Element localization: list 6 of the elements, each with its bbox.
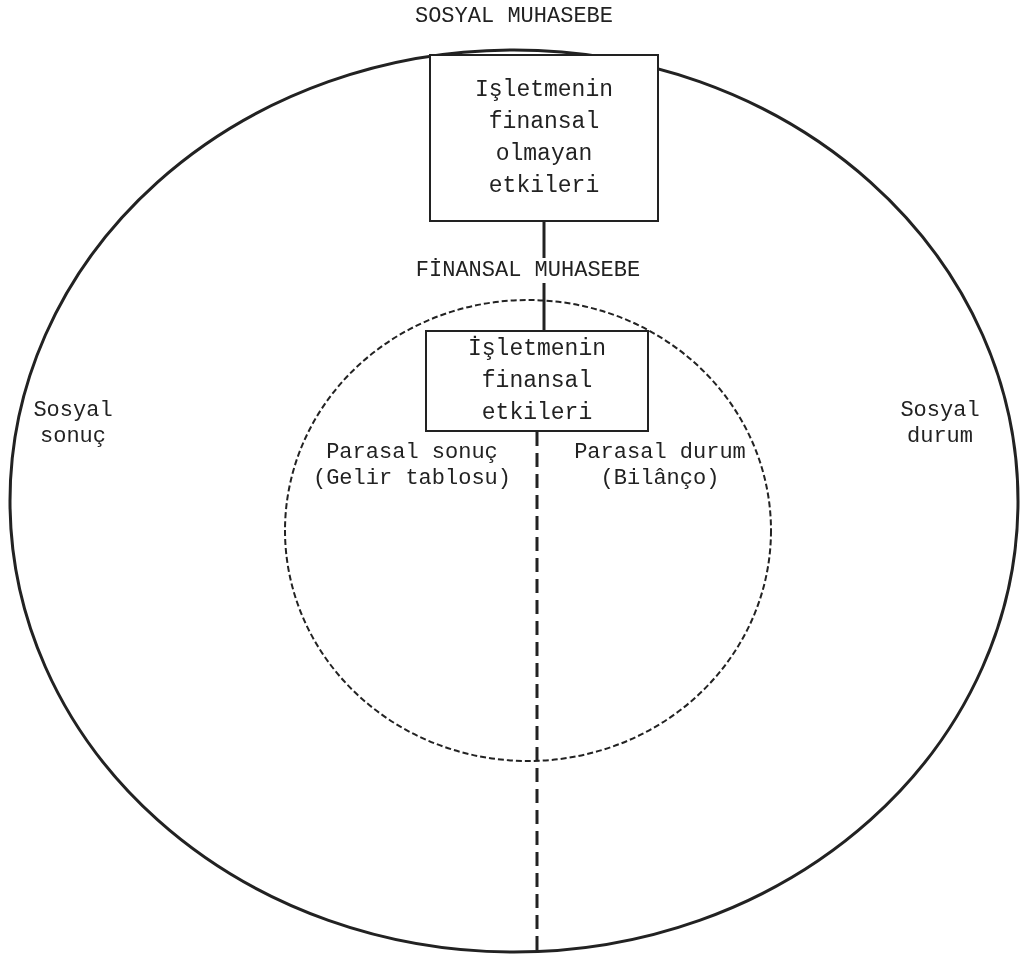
area-label: Sosyal sonuç <box>32 398 114 450</box>
text-box: Işletmenin finansal olmayan etkileri <box>429 54 659 222</box>
text-box: İşletmenin finansal etkileri <box>425 330 649 432</box>
area-label: Sosyal durum <box>899 398 981 450</box>
area-label: Parasal sonuç (Gelir tablosu) <box>311 440 512 492</box>
area-label: Parasal durum (Bilânço) <box>573 440 747 492</box>
